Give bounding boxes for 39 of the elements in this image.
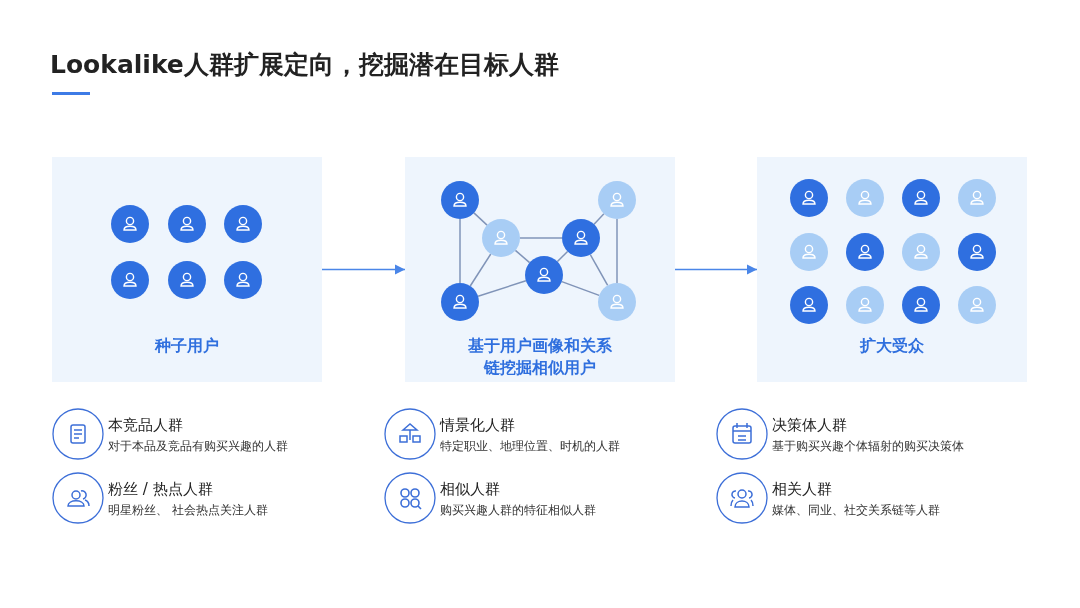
- item-description: 明星粉丝、 社会热点关注人群: [108, 502, 268, 519]
- user-circle: [482, 219, 520, 257]
- connector-line: [469, 253, 492, 287]
- user-circle: [441, 181, 479, 219]
- item-description: 媒体、同业、社交关系链等人群: [772, 502, 940, 519]
- connector-line: [514, 249, 531, 264]
- connector-line: [459, 218, 461, 284]
- panel-caption: 种子用户: [153, 335, 220, 357]
- user-circle: [562, 219, 600, 257]
- panel-box: [405, 157, 675, 382]
- panel-caption: 扩大受众: [858, 335, 925, 357]
- connector-line: [593, 213, 605, 225]
- user-circle: [598, 283, 636, 321]
- connector-line: [519, 237, 563, 239]
- item-heading: 情景化人群: [440, 416, 515, 435]
- user-circle: [598, 181, 636, 219]
- item-description: 购买兴趣人群的特征相似人群: [440, 502, 596, 519]
- item-heading: 本竞品人群: [108, 416, 183, 435]
- item-heading: 相关人群: [772, 480, 832, 499]
- panel-caption: 基于用户画像和关系链挖掘相似用户: [467, 335, 613, 379]
- item-heading: 粉丝 / 热点人群: [108, 480, 213, 499]
- item-heading: 相似人群: [440, 480, 500, 499]
- arrow: [674, 264, 758, 275]
- connector-line: [589, 253, 609, 287]
- item-heading: 决策体人群: [772, 416, 847, 435]
- item-description: 特定职业、地理位置、时机的人群: [440, 438, 620, 455]
- slide-title: Lookalike人群扩展定向，挖掘潜在目标人群: [50, 49, 559, 81]
- panel-box: [52, 157, 322, 382]
- connector-line: [477, 280, 527, 297]
- connector-line: [616, 218, 618, 284]
- user-circle: [525, 256, 563, 294]
- item-description: 基于购买兴趣个体辐射的购买决策体: [772, 438, 964, 455]
- arrow: [321, 264, 406, 275]
- user-circle: [441, 283, 479, 321]
- connector-line: [561, 280, 600, 297]
- item-description: 对于本品及竞品有购买兴趣的人群: [108, 438, 288, 455]
- panel-box: [757, 157, 1027, 382]
- connector-line: [556, 250, 569, 263]
- connector-line: [473, 212, 488, 226]
